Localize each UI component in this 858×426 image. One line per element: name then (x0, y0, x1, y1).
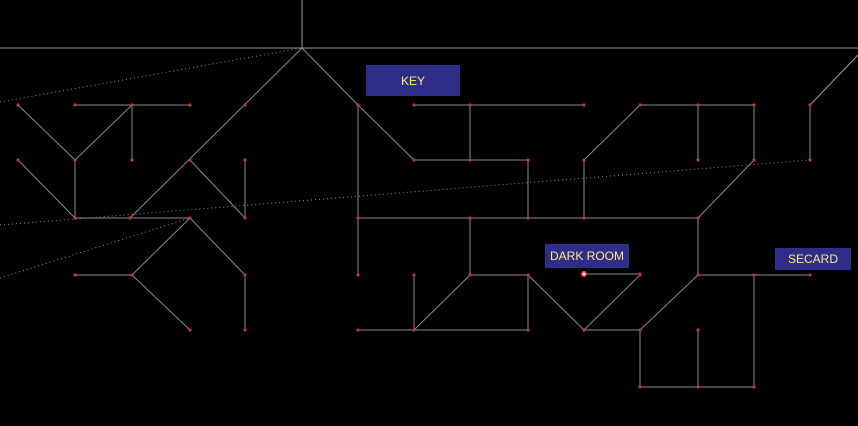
corridor-segment (527, 274, 585, 331)
corridor-segment (17, 104, 76, 161)
waypoint-node (130, 158, 134, 162)
waypoint-node (412, 273, 416, 277)
waypoint-node (73, 216, 77, 220)
corridor-segment (583, 104, 641, 161)
waypoint-node (130, 273, 134, 277)
waypoint-node (526, 328, 530, 332)
frame-lines (0, 0, 858, 106)
waypoint-node (638, 103, 642, 107)
waypoint-node (356, 103, 360, 107)
corridor-segment (697, 159, 755, 219)
waypoint-node (582, 103, 586, 107)
waypoint-node (412, 328, 416, 332)
corridor-segment (413, 274, 471, 331)
waypoint-node (243, 103, 247, 107)
waypoint-node (752, 158, 756, 162)
corridor-segment (357, 104, 415, 161)
nodes (16, 103, 812, 389)
waypoint-node (356, 216, 360, 220)
waypoint-node (752, 385, 756, 389)
waypoint-node (638, 328, 642, 332)
waypoint-node (468, 103, 472, 107)
corridor-segment (189, 217, 246, 276)
dark-room-label: DARK ROOM (545, 244, 629, 268)
secard-label: SECARD (775, 248, 851, 270)
waypoint-node (808, 158, 812, 162)
waypoint-node (752, 103, 756, 107)
waypoint-node (526, 273, 530, 277)
waypoint-node (468, 216, 472, 220)
waypoint-node (696, 385, 700, 389)
waypoint-node (468, 158, 472, 162)
waypoint-node (526, 158, 530, 162)
waypoint-node (243, 328, 247, 332)
corridor-segment (74, 104, 133, 161)
waypoint-node (73, 103, 77, 107)
waypoint-node (808, 273, 812, 277)
corridor-segment (129, 47, 303, 219)
waypoint-node (468, 273, 472, 277)
waypoint-node (412, 158, 416, 162)
waypoint-node (128, 216, 132, 220)
waypoint-node (412, 103, 416, 107)
corridor-segment (131, 217, 191, 276)
waypoint-node (188, 103, 192, 107)
corridor-segment (17, 159, 76, 219)
waypoint-node (752, 273, 756, 277)
key-label: KEY (366, 65, 460, 96)
waypoint-node (526, 216, 530, 220)
waypoint-node (243, 273, 247, 277)
corridor-segment (583, 274, 641, 331)
waypoint-node (188, 216, 192, 220)
corridor-segment (301, 47, 359, 106)
player-marker (581, 271, 587, 277)
waypoint-node (696, 273, 700, 277)
waypoint-node (130, 103, 134, 107)
waypoint-node (696, 328, 700, 332)
waypoint-node (808, 103, 812, 107)
waypoint-node (16, 158, 20, 162)
waypoint-node (243, 158, 247, 162)
waypoint-node (696, 158, 700, 162)
waypoint-node (638, 385, 642, 389)
waypoint-node (356, 273, 360, 277)
waypoint-node (188, 328, 192, 332)
corridors (17, 47, 811, 388)
waypoint-node (188, 158, 192, 162)
waypoint-node (582, 216, 586, 220)
waypoint-node (696, 216, 700, 220)
waypoint-node (356, 328, 360, 332)
waypoint-node (16, 103, 20, 107)
waypoint-node (243, 216, 247, 220)
waypoint-node (582, 158, 586, 162)
waypoint-node (582, 328, 586, 332)
waypoint-node (696, 103, 700, 107)
waypoint-node (73, 273, 77, 277)
corridor-segment (131, 274, 191, 331)
waypoint-node (73, 158, 77, 162)
corridor-segment (639, 274, 699, 331)
waypoint-node (638, 272, 642, 276)
corridor-segment (189, 159, 246, 219)
